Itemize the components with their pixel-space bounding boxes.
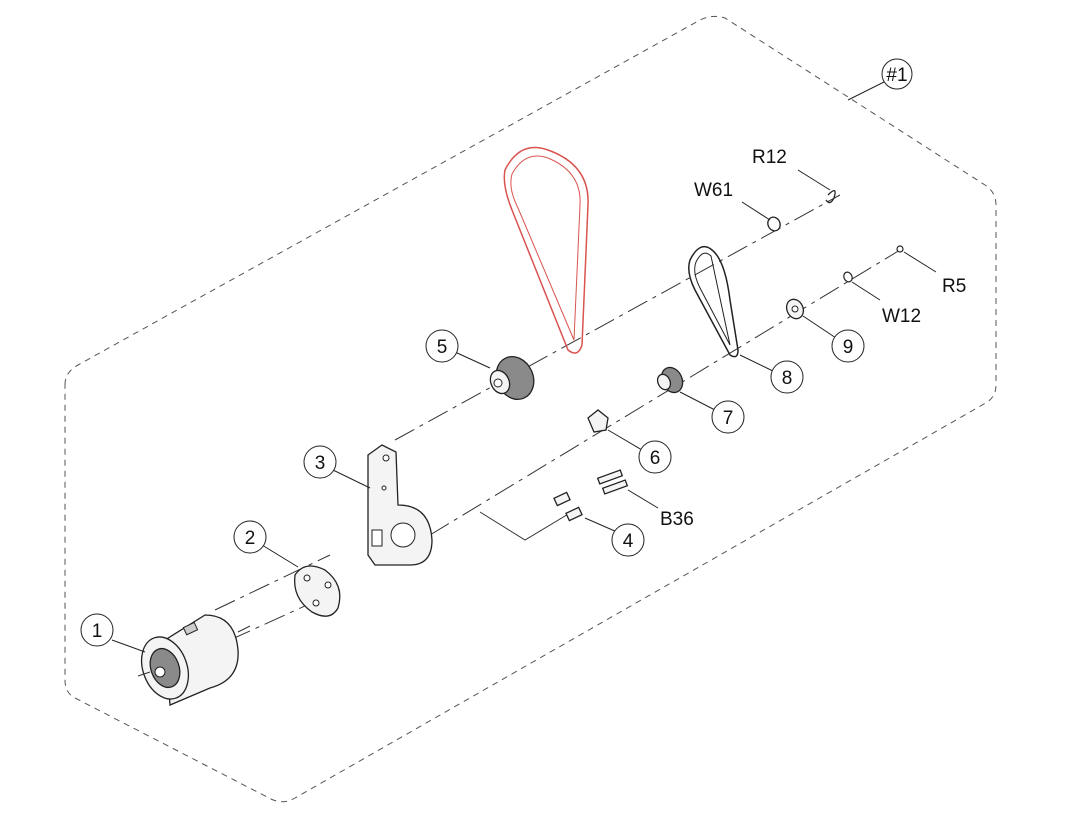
callout-4: 4 [584, 517, 645, 557]
ring-r12: R12 [752, 147, 836, 204]
assembly-callout: #1 [847, 58, 913, 101]
screws-b36: B36 [596, 469, 694, 530]
ring-r5: R5 [896, 245, 966, 297]
motor [137, 614, 251, 706]
callout-3: 3 [303, 445, 371, 489]
washer-w61: W61 [694, 180, 781, 232]
callout-6-text: 6 [650, 448, 661, 469]
callout-7-text: 7 [723, 408, 734, 429]
collar [587, 409, 609, 433]
pins [553, 491, 583, 522]
callout-8-text: 8 [782, 368, 793, 389]
motor-bracket [367, 444, 433, 566]
assembly-label: #1 [886, 65, 907, 86]
callout-8: 8 [739, 354, 804, 394]
callout-3-text: 3 [315, 453, 326, 474]
callout-6: 6 [607, 429, 672, 474]
assembly-boundary [64, 15, 997, 803]
callout-4-text: 4 [623, 531, 634, 552]
callout-1-text: 1 [92, 621, 103, 642]
callout-7: 7 [679, 391, 745, 434]
label-r5: R5 [942, 276, 966, 297]
label-b36: B36 [660, 509, 694, 530]
gear [489, 356, 535, 400]
label-w61: W61 [694, 180, 733, 201]
axis-lines [214, 194, 901, 641]
callout-5-text: 5 [437, 337, 448, 358]
callout-9-text: 9 [843, 337, 854, 358]
label-w12: W12 [882, 306, 921, 327]
small-belt [688, 245, 739, 358]
callout-9: 9 [802, 315, 865, 363]
callout-5: 5 [425, 329, 491, 369]
callout-2: 2 [233, 520, 299, 568]
callout-1: 1 [80, 613, 146, 653]
pulley [656, 366, 684, 394]
washer-9 [785, 298, 805, 320]
washer-w12: W12 [843, 271, 921, 327]
callout-2-text: 2 [245, 528, 256, 549]
drive-belt-highlighted [503, 146, 589, 354]
mounting-plate [293, 565, 341, 617]
label-r12: R12 [752, 147, 787, 168]
